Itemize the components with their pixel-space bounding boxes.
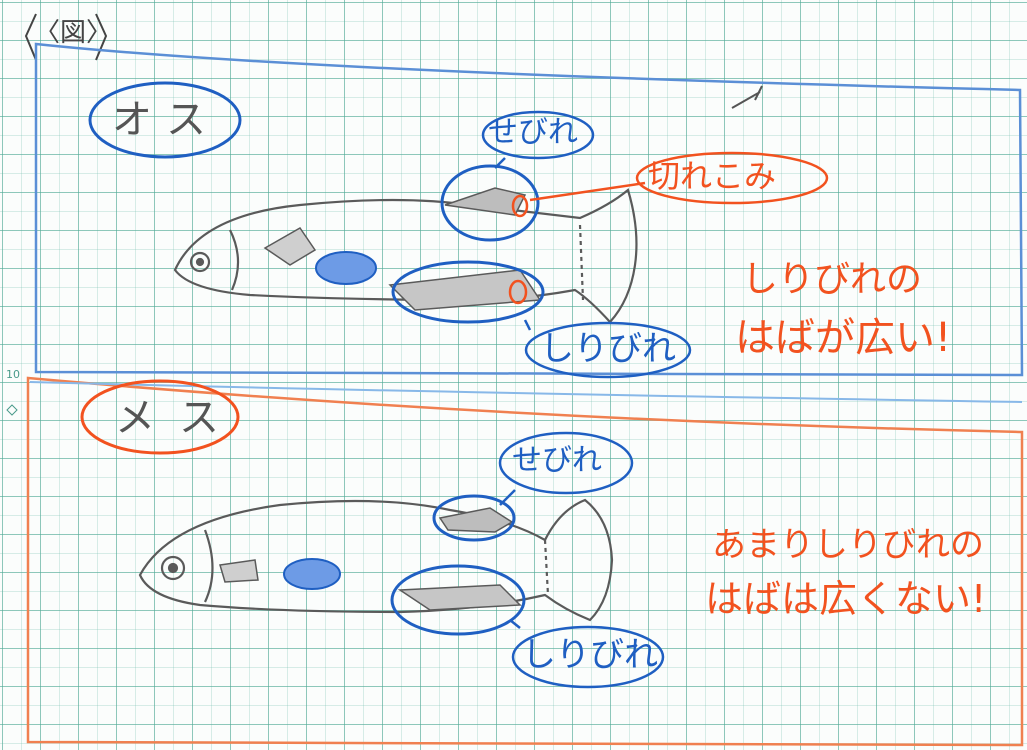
male-anal-connector	[523, 319, 532, 331]
notch-label-oval	[635, 151, 829, 205]
male-label: オス	[112, 97, 220, 143]
margin-diamond	[6, 404, 18, 416]
figure-label: 〈図〉	[34, 18, 113, 48]
female-label-oval	[80, 379, 240, 455]
male-anal-notch-marker	[508, 279, 528, 305]
female-anal-circle	[390, 564, 526, 636]
female-note-line1: あまりしりびれの	[712, 525, 984, 565]
male-dorsal-connector	[494, 157, 506, 169]
male-anal-fin-label: しりびれ	[540, 329, 676, 369]
female-dorsal-label-oval	[498, 431, 634, 495]
female-anal-fin-label: しりびれ	[522, 635, 658, 675]
male-dorsal-label-oval	[481, 110, 595, 160]
male-note-line2: はばが広い!	[735, 315, 952, 361]
female-dorsal-circle	[432, 494, 516, 542]
male-anal-circle	[391, 260, 545, 324]
figure-bracket	[24, 13, 108, 61]
female-anal-connector	[509, 619, 521, 629]
female-anal-label-oval	[511, 625, 665, 689]
male-fish-drawing	[173, 187, 638, 324]
female-belly-mark	[283, 558, 341, 590]
male-anal-label-oval	[524, 321, 692, 379]
female-fish-drawing	[138, 498, 614, 622]
female-note-line2: はばは広くない!	[705, 577, 987, 621]
male-section-frame	[34, 42, 1024, 377]
female-section-frame	[26, 376, 1024, 747]
female-dorsal-connector	[499, 489, 516, 506]
male-dorsal-notch-marker	[511, 194, 529, 218]
male-note-line1: しりびれの	[742, 259, 923, 300]
female-label: メス	[115, 395, 243, 441]
male-label-oval	[88, 81, 242, 159]
female-dorsal-fin-label: せびれ	[512, 443, 602, 478]
divider-line	[29, 381, 1023, 403]
male-belly-mark	[315, 251, 377, 285]
pencil-doodle	[731, 85, 763, 109]
line-number: 10	[6, 368, 20, 381]
male-notch-label: 切れこみ	[648, 157, 777, 195]
notch-connector	[529, 181, 646, 202]
male-dorsal-circle	[440, 164, 540, 242]
male-dorsal-fin-label: せびれ	[488, 115, 578, 150]
